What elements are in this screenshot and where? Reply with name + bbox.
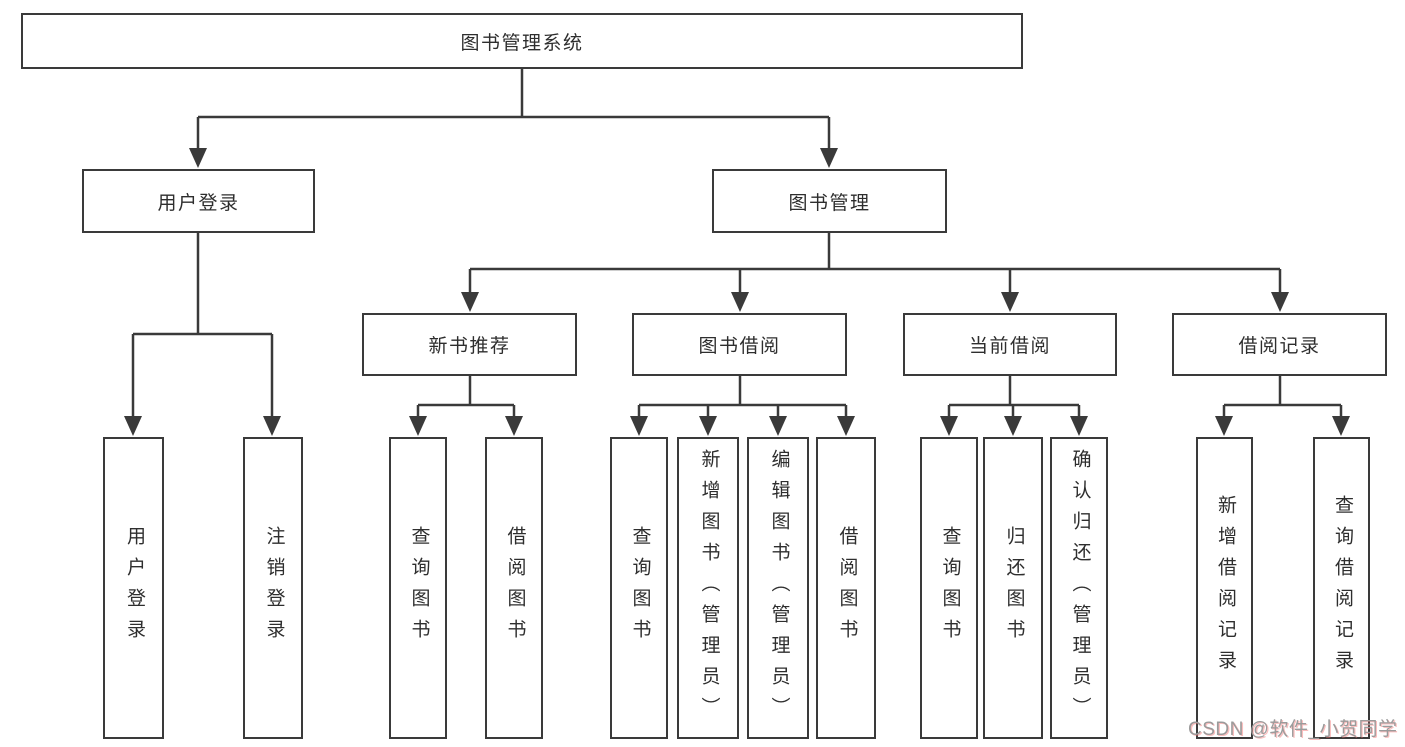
node-label: 查询图书 xyxy=(629,526,651,650)
arrow-down-icon xyxy=(505,416,523,436)
node-leaf-query-books-rec: 查询图书 xyxy=(389,437,447,739)
node-leaf-add-books-admin: 新增图书（管理员） xyxy=(677,437,739,739)
node-current-borrowing: 当前借阅 xyxy=(903,313,1117,376)
arrowheads xyxy=(124,148,1350,436)
node-label: 借阅图书 xyxy=(836,526,858,650)
node-borrowing-records: 借阅记录 xyxy=(1172,313,1387,376)
node-label: 当前借阅 xyxy=(968,336,1051,357)
node-leaf-user-login: 用户登录 xyxy=(103,437,164,739)
connector-book-borrow-to-leaves xyxy=(637,376,848,419)
arrow-down-icon xyxy=(699,416,717,436)
arrow-down-icon xyxy=(1332,416,1350,436)
connector-book-mgmt-to-level2 xyxy=(468,233,1282,294)
node-label: 用户登录 xyxy=(157,192,240,214)
node-leaf-query-borrow-record: 查询借阅记录 xyxy=(1313,437,1370,739)
node-leaf-edit-books-admin: 编辑图书（管理员） xyxy=(747,437,809,739)
node-label: 用户登录 xyxy=(123,526,145,650)
arrow-down-icon xyxy=(1271,292,1289,312)
node-label: 新增借阅记录 xyxy=(1214,495,1236,681)
connector-root-to-level1 xyxy=(196,69,831,150)
node-new-book-recommend: 新书推荐 xyxy=(362,313,577,376)
arrow-down-icon xyxy=(1070,416,1088,436)
node-leaf-query-books-borrow: 查询图书 xyxy=(610,437,668,739)
arrow-down-icon xyxy=(263,416,281,436)
arrow-down-icon xyxy=(820,148,838,168)
node-label: 新书推荐 xyxy=(428,336,511,357)
node-leaf-query-books-current: 查询图书 xyxy=(920,437,978,739)
node-label: 图书借阅 xyxy=(698,336,781,357)
node-leaf-return-books: 归还图书 xyxy=(983,437,1043,739)
arrow-down-icon xyxy=(124,416,142,436)
arrow-down-icon xyxy=(189,148,207,168)
node-label: 新增图书（管理员） xyxy=(698,448,720,728)
node-leaf-borrow-books-rec: 借阅图书 xyxy=(485,437,543,739)
node-book-borrowing: 图书借阅 xyxy=(632,313,847,376)
node-leaf-confirm-return-admin: 确认归还（管理员） xyxy=(1050,437,1108,739)
node-label: 图书管理 xyxy=(788,192,871,214)
arrow-down-icon xyxy=(1004,416,1022,436)
arrow-down-icon xyxy=(1001,292,1019,312)
node-label: 借阅记录 xyxy=(1238,336,1321,357)
node-label: 查询借阅记录 xyxy=(1331,495,1353,681)
node-user-login: 用户登录 xyxy=(82,169,315,233)
connector-user-login-to-leaves xyxy=(131,233,274,419)
node-label: 注销登录 xyxy=(263,526,285,650)
node-label: 查询图书 xyxy=(408,526,430,650)
node-label: 借阅图书 xyxy=(504,526,526,650)
connector-current-borrow-to-leaves xyxy=(947,376,1081,419)
arrow-down-icon xyxy=(940,416,958,436)
node-leaf-logout: 注销登录 xyxy=(243,437,303,739)
arrow-down-icon xyxy=(409,416,427,436)
node-book-management: 图书管理 xyxy=(712,169,947,233)
node-leaf-add-borrow-record: 新增借阅记录 xyxy=(1196,437,1253,739)
arrow-down-icon xyxy=(1215,416,1233,436)
arrow-down-icon xyxy=(630,416,648,436)
arrow-down-icon xyxy=(731,292,749,312)
node-label: 编辑图书（管理员） xyxy=(768,448,790,728)
csdn-watermark: CSDN @软件_小贺同学 xyxy=(1188,719,1398,740)
arrow-down-icon xyxy=(769,416,787,436)
node-leaf-borrow-books: 借阅图书 xyxy=(816,437,876,739)
node-library-management-system: 图书管理系统 xyxy=(21,13,1023,69)
arrow-down-icon xyxy=(461,292,479,312)
arrow-down-icon xyxy=(837,416,855,436)
node-label: 查询图书 xyxy=(939,526,961,650)
node-label: 确认归还（管理员） xyxy=(1069,448,1091,728)
node-label: 图书管理系统 xyxy=(460,32,584,54)
connector-new-book-rec-to-leaves xyxy=(416,376,516,419)
connector-borrow-records-to-leaves xyxy=(1222,376,1343,419)
node-label: 归还图书 xyxy=(1003,526,1025,650)
